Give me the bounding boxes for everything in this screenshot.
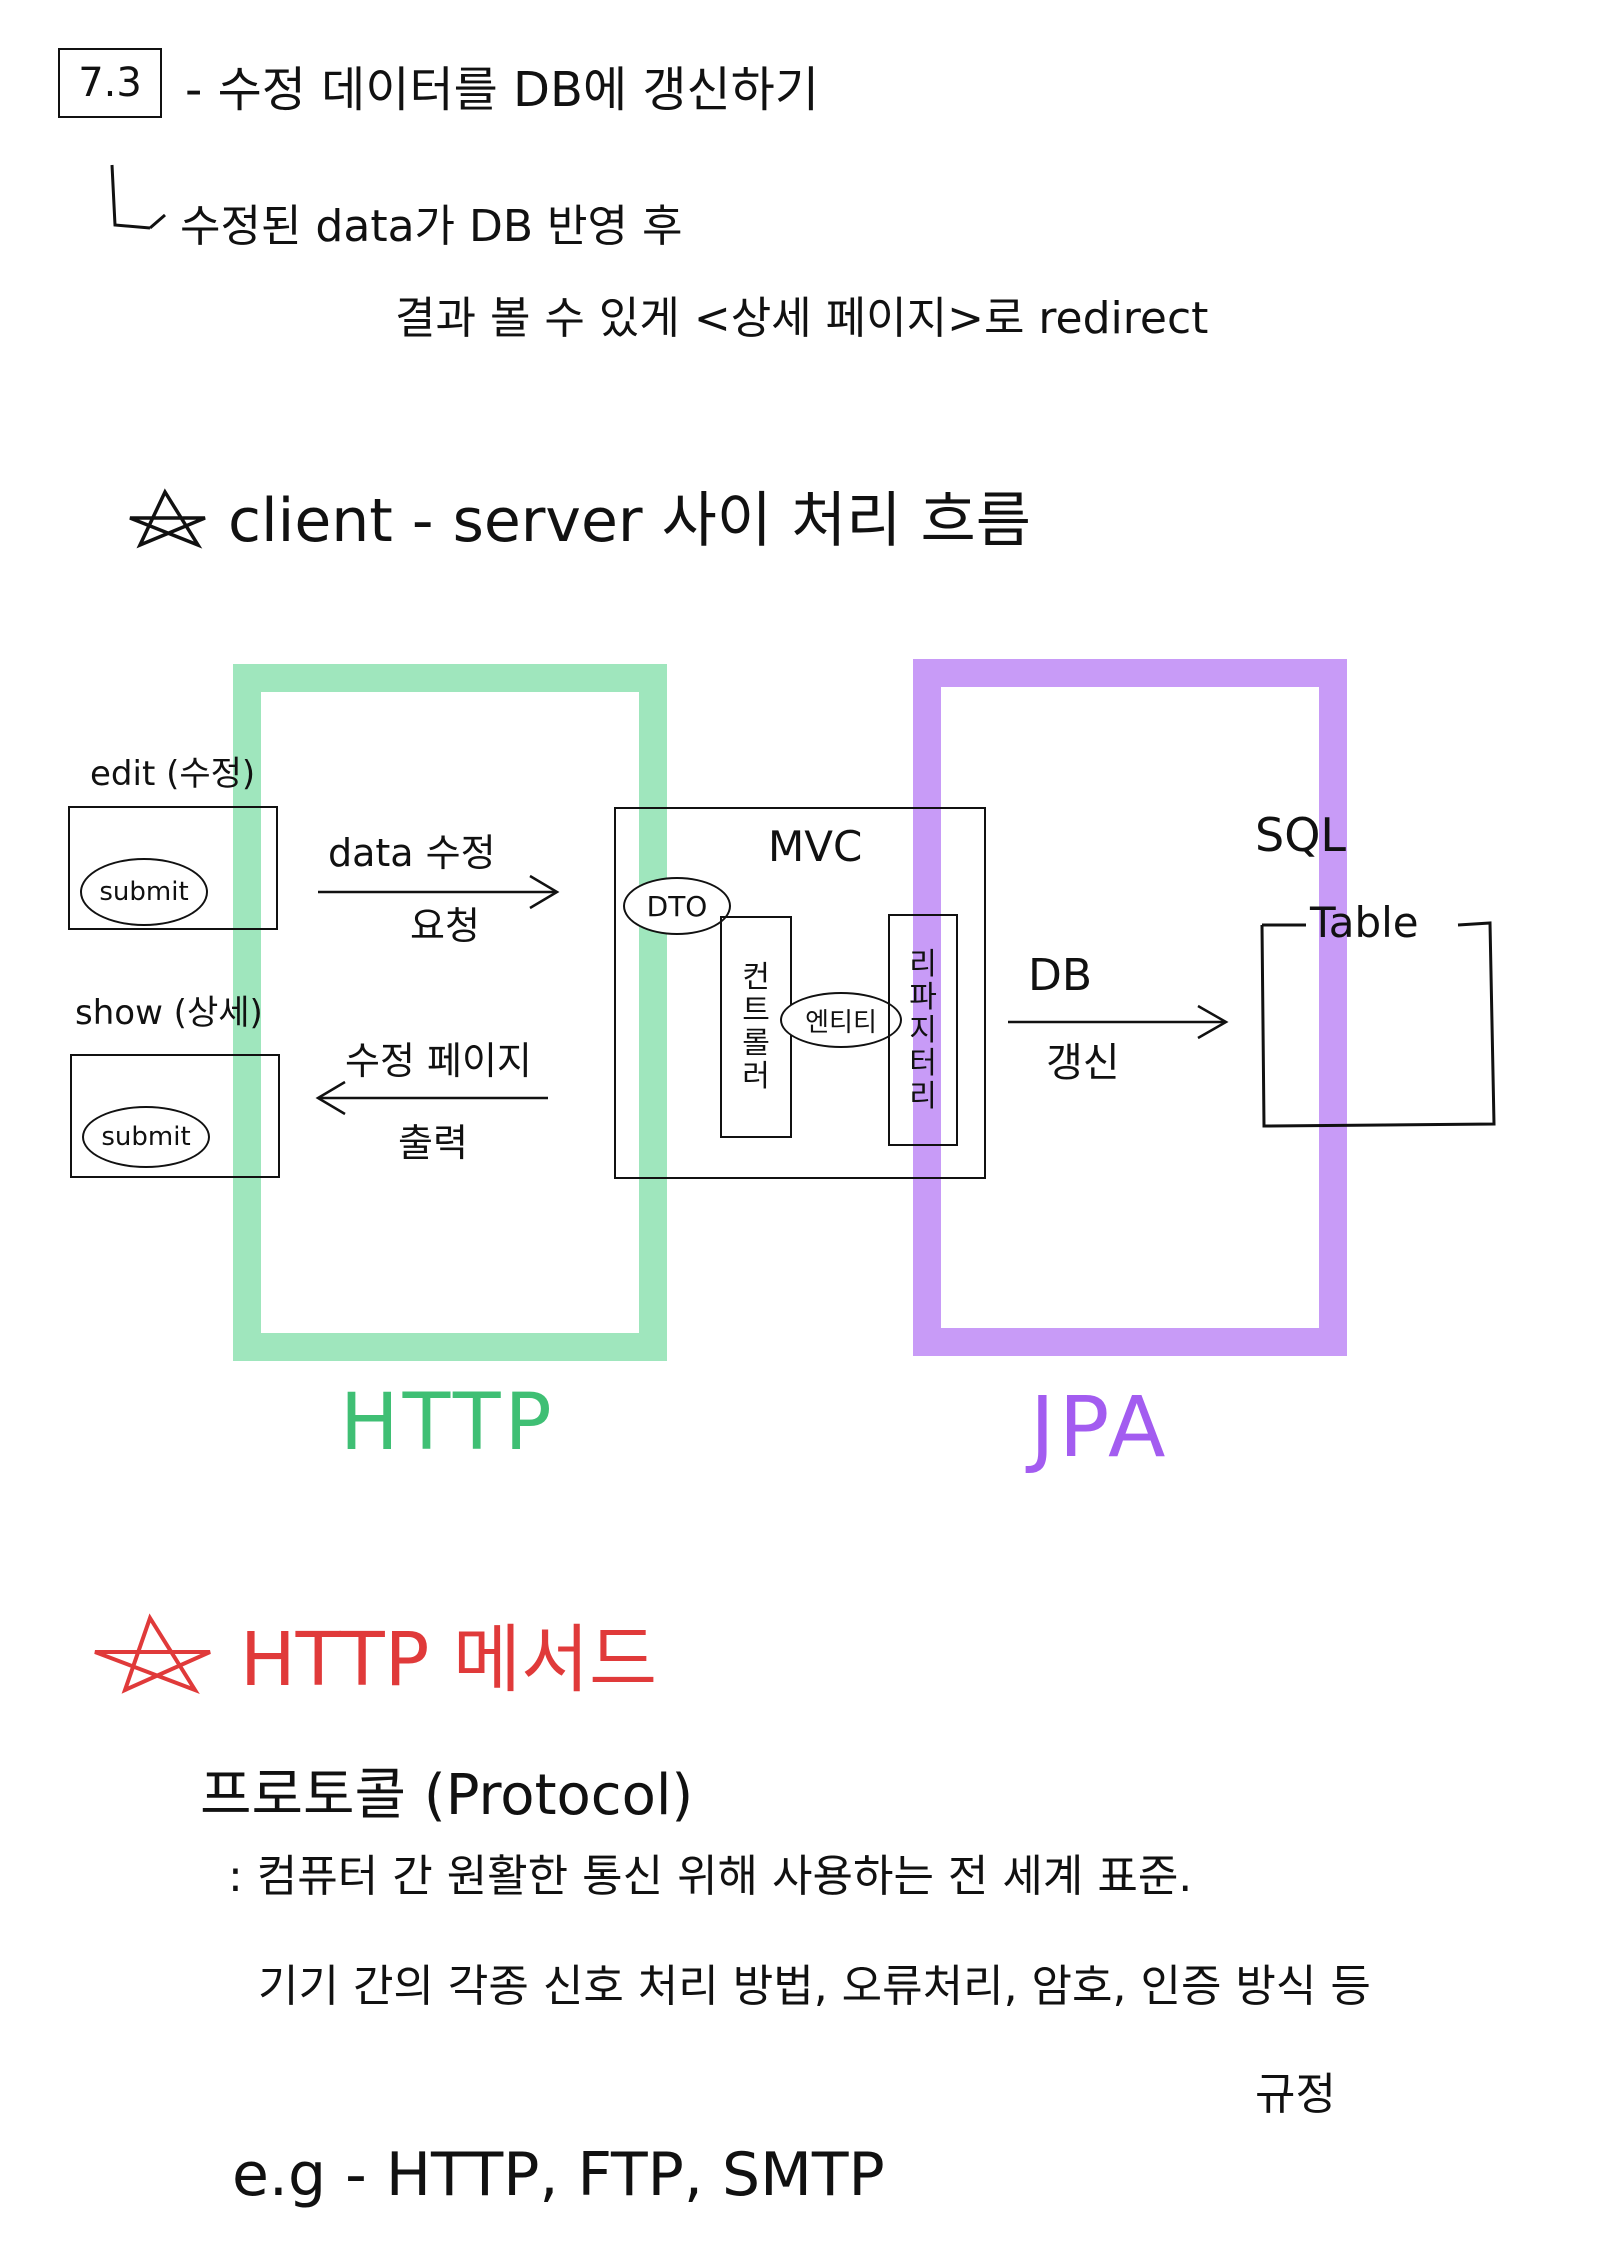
protocol-examples: e.g - HTTP, FTP, SMTP [232,2140,885,2210]
section-number-box: 7.3 [58,48,162,118]
protocol-definition: : 컴퓨터 간 원활한 통신 위해 사용하는 전 세계 표준. [228,1851,1193,1902]
repository-char: 터 [909,1045,937,1081]
flow-heading: client - server 사이 처리 흐름 [228,486,1031,556]
mvc-box [614,807,986,1179]
db-update-label-2: 갱신 [1046,1040,1120,1086]
response-label-2: 출력 [398,1121,468,1165]
show-label: show (상세) [75,993,263,1033]
note-line-1: 수정된 data가 DB 반영 후 [180,201,683,252]
edit-label: edit (수정) [90,754,256,794]
dto-oval: DTO [623,877,731,935]
jpa-frame [913,659,1347,1356]
entity-label: 엔티티 [805,1007,877,1038]
http-label: HTTP [340,1378,556,1468]
show-submit-button[interactable]: submit [82,1106,210,1168]
repository-char: 리 [909,946,937,982]
repository-box: 리 파 지 터 리 [888,914,958,1146]
protocol-title: 프로토콜 (Protocol) [200,1763,694,1828]
db-update-label-1: DB [1028,950,1093,1001]
jpa-label: JPA [1030,1378,1170,1476]
response-label-1: 수정 페이지 [345,1039,532,1083]
edit-submit-label: submit [99,877,189,907]
table-label: Table [1310,898,1419,947]
entity-oval: 엔티티 [780,992,902,1048]
request-label-1: data 수정 [328,831,496,875]
repository-char: 파 [909,979,937,1015]
controller-char: 러 [742,1059,770,1094]
controller-char: 트 [742,993,770,1028]
repository-char: 리 [909,1078,937,1114]
edit-submit-button[interactable]: submit [80,858,208,926]
note-line-2: 결과 볼 수 있게 <상세 페이지>로 redirect [395,293,1209,344]
sql-label: SQL [1255,808,1347,862]
mvc-label: MVC [768,822,863,871]
protocol-detail: 기기 간의 각종 신호 처리 방법, 오류처리, 암호, 인증 방식 등 [258,1961,1371,2012]
http-frame [233,664,667,1361]
dto-label: DTO [646,889,708,923]
show-view-box [70,1054,280,1178]
http-method-heading: HTTP 메서드 [240,1617,658,1703]
controller-char: 롤 [742,1026,770,1061]
request-label-2: 요청 [410,904,480,948]
repository-char: 지 [909,1012,937,1048]
section-number: 7.3 [78,60,142,106]
show-submit-label: submit [101,1122,191,1152]
protocol-detail-end: 규정 [1255,2069,1336,2120]
page-title: - 수정 데이터를 DB에 갱신하기 [185,62,820,118]
edit-view-box [68,806,278,930]
controller-box: 컨 트 롤 러 [720,916,792,1138]
controller-char: 컨 [742,960,770,995]
